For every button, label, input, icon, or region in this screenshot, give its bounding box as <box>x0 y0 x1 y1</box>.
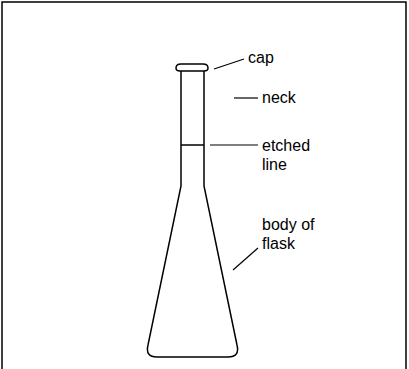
etched-mark <box>181 144 204 146</box>
leader-line <box>214 59 244 69</box>
part-label: cap <box>248 48 368 67</box>
part-label: etched line <box>262 136 322 174</box>
leader-line <box>233 248 258 270</box>
leader-line <box>234 97 258 98</box>
leader-line <box>210 144 258 145</box>
cap-lip <box>176 64 208 71</box>
part-label: body of flask <box>262 215 334 253</box>
flask-outline <box>147 71 237 357</box>
part-label: neck <box>262 88 382 107</box>
